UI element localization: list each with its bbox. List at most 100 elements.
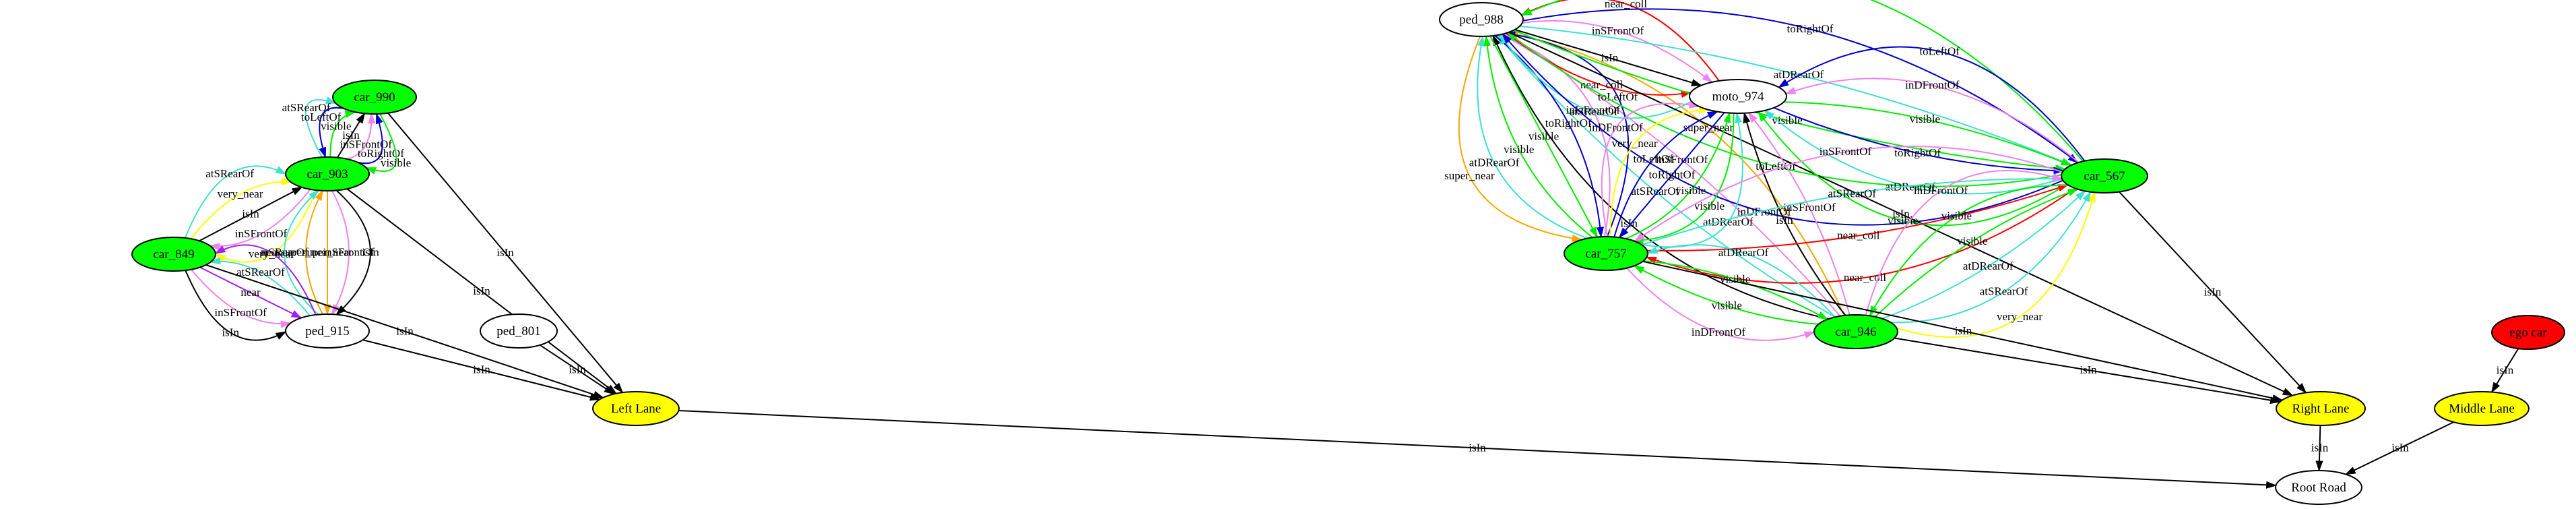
edge-car_757-car_567 bbox=[1647, 184, 2069, 251]
edge-label: very_near bbox=[218, 187, 263, 200]
edge-car_903-car_990 bbox=[358, 113, 383, 164]
node-ped-915: ped_915 bbox=[285, 313, 370, 349]
edge-car_946-car_567 bbox=[1881, 190, 2086, 320]
edge-car_567-moto_974 bbox=[1758, 111, 2067, 227]
node-label: Root Road bbox=[2291, 481, 2346, 495]
node-car-567: car_567 bbox=[2061, 158, 2148, 193]
node-car-946: car_946 bbox=[1813, 314, 1898, 349]
node-shape bbox=[2276, 391, 2366, 426]
edge-car_946-ped_988 bbox=[1507, 30, 1845, 316]
edge-label: isIn bbox=[1469, 442, 1486, 454]
node-shape bbox=[480, 313, 558, 349]
edge-car_567-car_757 bbox=[1634, 146, 2063, 242]
node-car-757: car_757 bbox=[1564, 236, 1648, 271]
edge-car_946-car_567 bbox=[1865, 170, 2064, 316]
edge-label: atDRearOf bbox=[1718, 246, 1769, 259]
node-label: car_946 bbox=[1835, 325, 1876, 339]
edge-label: visible bbox=[1957, 235, 1987, 247]
node-shape bbox=[1689, 79, 1787, 114]
edge-label: inDFrontOf bbox=[1737, 206, 1792, 218]
edge-car_567-car_946 bbox=[1869, 185, 2069, 317]
edge-car_849-car_903 bbox=[190, 177, 292, 239]
edge-label: toRightOf bbox=[1787, 22, 1834, 35]
edge-label: visible bbox=[1675, 184, 1706, 197]
edge-label: visible bbox=[1694, 200, 1725, 212]
edge-label: isIn bbox=[2204, 286, 2222, 299]
edge-label: isIn bbox=[473, 285, 490, 297]
edge-car_903-car_990 bbox=[329, 111, 356, 158]
edge-car_946-car_567 bbox=[1896, 191, 2096, 338]
edge-label: visible bbox=[381, 156, 411, 169]
edge-car_946-moto_974 bbox=[1747, 112, 1850, 316]
edge-label: isIn bbox=[2497, 364, 2514, 377]
edge-ped_988-moto_974 bbox=[1522, 20, 1713, 83]
edge-car_757-car_567 bbox=[1641, 175, 2063, 246]
node-left-lane: Left Lane bbox=[592, 391, 680, 426]
node-root-road: Root Road bbox=[2275, 470, 2362, 505]
edge-label: isIn bbox=[473, 363, 490, 376]
node-label: car_757 bbox=[1585, 247, 1626, 261]
edge-label: isIn bbox=[496, 246, 514, 259]
edge-label: inSFrontOf bbox=[235, 227, 288, 240]
edge-car_990-left_lane bbox=[387, 113, 624, 394]
edge-car_946-moto_974 bbox=[1743, 112, 1846, 316]
edge-ped_915-car_903 bbox=[284, 189, 319, 316]
edge-label: isIn bbox=[362, 246, 379, 259]
edge-label: visible bbox=[1528, 130, 1559, 143]
edge-car_757-moto_974 bbox=[1625, 112, 1731, 239]
edge-label: isIn bbox=[1776, 214, 1793, 227]
edge-car_903-car_990 bbox=[304, 96, 337, 158]
edge-car_757-ped_988 bbox=[1483, 35, 1593, 239]
edge-label: visible bbox=[321, 119, 351, 132]
edge-ped_988-car_757 bbox=[1458, 36, 1583, 243]
node-shape bbox=[2061, 158, 2148, 193]
edge-ped_915-car_849 bbox=[214, 244, 317, 316]
edge-car_757-ped_988 bbox=[1499, 34, 1611, 237]
edge-label: toRightOf bbox=[1649, 169, 1696, 181]
edge-label: visible bbox=[1504, 143, 1534, 156]
edge-middle_lane-root_road bbox=[2344, 421, 2454, 475]
node-right-lane: Right Lane bbox=[2276, 391, 2366, 426]
edge-label: atDRearOf bbox=[1469, 156, 1520, 169]
edge-car_849-car_903 bbox=[184, 165, 287, 239]
edge-car_946-ped_988 bbox=[1496, 34, 1836, 318]
edge-car_903-ped_915 bbox=[335, 189, 371, 316]
node-label: car_903 bbox=[307, 167, 348, 181]
edge-label: near_coll bbox=[1580, 78, 1623, 91]
edge-label: atSRearOf bbox=[282, 101, 331, 114]
edge-label: isIn bbox=[2391, 442, 2409, 454]
edge-car_757-ped_988 bbox=[1477, 35, 1588, 239]
edge-car_849-left_lane bbox=[205, 264, 604, 398]
edge-car_903-ped_915 bbox=[331, 190, 350, 316]
edge-label: inSFrontOf bbox=[323, 246, 375, 259]
edge-label: near bbox=[240, 286, 261, 299]
node-car-849: car_849 bbox=[131, 237, 216, 272]
node-label: ego car bbox=[2509, 326, 2547, 340]
node-shape bbox=[1813, 314, 1898, 349]
node-moto-974: moto_974 bbox=[1689, 79, 1787, 114]
edge-label: toRightOf bbox=[1894, 146, 1941, 159]
edge-car_990-car_903 bbox=[365, 113, 397, 175]
edge-label: visible bbox=[1941, 209, 1972, 222]
node-label: car_567 bbox=[2084, 169, 2125, 183]
edge-moto_974-ped_988 bbox=[1499, 34, 1692, 119]
node-label: ped_801 bbox=[496, 324, 540, 338]
edge-label: isIn bbox=[2080, 363, 2097, 376]
edge-label: inSFrontOf bbox=[1820, 145, 1872, 158]
edge-car_903-car_849 bbox=[214, 189, 317, 263]
edge-car_567-ped_988 bbox=[1502, 33, 2063, 226]
node-shape bbox=[2434, 391, 2530, 426]
node-shape bbox=[2275, 470, 2362, 505]
edge-car_567-moto_974 bbox=[1778, 46, 2086, 162]
edge-label: atDRearOf bbox=[1703, 216, 1753, 229]
node-label: Left Lane bbox=[611, 402, 661, 416]
edge-moto_974-car_757 bbox=[1632, 113, 1735, 245]
node-ped-801: ped_801 bbox=[480, 313, 558, 349]
edge-label: near bbox=[261, 245, 281, 258]
edge-label: visible bbox=[1772, 114, 1802, 127]
node-shape bbox=[285, 156, 370, 191]
edge-car_849-ped_915 bbox=[191, 269, 292, 328]
edge-label: atSRearOf bbox=[1980, 285, 2028, 298]
edge-label: toLeftOf bbox=[1598, 90, 1638, 103]
